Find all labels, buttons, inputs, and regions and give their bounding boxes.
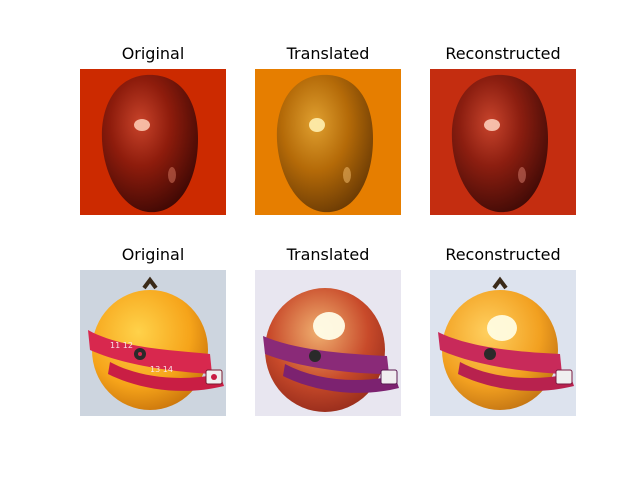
panel-title: Original [121, 245, 185, 264]
orange-image-reconstructed [430, 270, 576, 416]
svg-text:11 12: 11 12 [110, 341, 133, 350]
panel-title: Translated [286, 245, 370, 264]
panel-title: Reconstructed [445, 44, 561, 63]
panel-title: Reconstructed [445, 245, 561, 264]
panel-title: Original [121, 44, 185, 63]
apple-image-reconstructed [430, 69, 576, 215]
orange-image-translated [255, 270, 401, 416]
panel-title: Translated [286, 44, 370, 63]
apple-image-translated [255, 69, 401, 215]
svg-text:13 14: 13 14 [150, 365, 173, 374]
apple-image-original [80, 69, 226, 215]
orange-image-original: 11 12 13 14 [80, 270, 226, 416]
